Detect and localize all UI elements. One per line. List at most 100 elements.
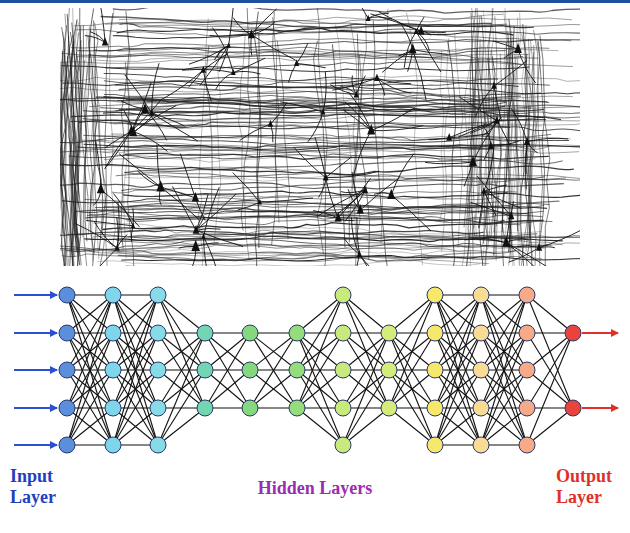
vertical-fibre	[493, 16, 498, 261]
dendrite	[413, 50, 426, 101]
output-arrow	[582, 332, 618, 334]
nerve-fibre	[88, 140, 519, 149]
dendrite	[459, 97, 497, 121]
weight-line	[205, 333, 250, 370]
weight-line	[250, 333, 297, 370]
dendrite	[494, 86, 501, 121]
neuron-circle	[59, 362, 75, 378]
nerve-fibre	[104, 73, 498, 80]
weight-line	[158, 408, 205, 445]
vertical-fibre	[272, 12, 279, 245]
neuron-circle	[519, 362, 535, 378]
dendrite	[203, 53, 228, 70]
dendrite	[343, 110, 371, 131]
dendrite	[352, 217, 360, 254]
weight-line	[527, 333, 573, 445]
weight-line	[158, 333, 205, 370]
neuron-circle	[197, 325, 213, 341]
weight-line	[67, 408, 113, 445]
neuron-circle	[519, 325, 535, 341]
vertical-fibre	[89, 54, 94, 253]
weight-line	[205, 370, 250, 408]
dendrite	[506, 201, 514, 243]
neuron-circle	[473, 362, 489, 378]
vertical-fibre	[335, 25, 352, 248]
dendrite	[152, 113, 198, 141]
vertical-fibre	[85, 35, 93, 261]
vertical-fibre	[473, 14, 479, 235]
neuron-circle	[197, 400, 213, 416]
vertical-fibre	[70, 23, 79, 267]
nerve-fibre	[113, 8, 580, 13]
dendrite	[408, 50, 413, 72]
neuron-circle	[105, 325, 121, 341]
dendrite	[105, 131, 131, 148]
weight-line	[158, 295, 205, 408]
vertical-fibre	[504, 47, 512, 257]
nerve-fibre	[126, 266, 580, 267]
vertical-fibre	[314, 41, 326, 266]
dendrite	[494, 61, 527, 87]
dendrite	[182, 69, 233, 72]
dendrite	[377, 78, 411, 84]
weight-line	[343, 408, 389, 445]
dendrite	[525, 142, 527, 190]
vertical-fibre	[89, 8, 103, 250]
weight-line	[67, 408, 113, 445]
dendrite	[251, 35, 295, 60]
dendrite	[189, 70, 204, 87]
dendrite	[345, 102, 371, 131]
dendrite	[391, 154, 414, 195]
vertical-fibre	[504, 33, 513, 266]
dendrite	[117, 202, 119, 248]
dendrite	[157, 144, 161, 187]
nerve-fibre	[71, 39, 533, 48]
dendrite	[251, 22, 274, 35]
weight-line	[435, 295, 481, 408]
dendrite	[352, 172, 360, 210]
dendrite	[479, 191, 484, 228]
neuron-circle	[197, 362, 213, 378]
weight-line	[158, 295, 205, 333]
dendrite	[160, 187, 196, 198]
dendrite	[173, 186, 197, 230]
dendrite	[251, 9, 276, 35]
dendrite	[338, 178, 371, 217]
weight-line	[481, 295, 527, 408]
weight-line	[113, 295, 158, 408]
vertical-fibre	[214, 50, 221, 246]
dendrite	[368, 13, 389, 18]
dendrite	[233, 173, 260, 203]
neuron-circle	[150, 325, 166, 341]
weight-line	[67, 295, 113, 408]
dendrite	[216, 73, 234, 90]
dendrite	[196, 243, 219, 247]
weight-line	[343, 295, 389, 333]
input-arrow	[14, 294, 57, 296]
dendrite	[401, 23, 413, 50]
nerve-fibre	[125, 160, 482, 173]
weight-line	[297, 370, 343, 408]
dendrite	[353, 131, 371, 177]
dendrite	[159, 187, 161, 205]
dendrite	[484, 191, 496, 216]
dendrite	[371, 14, 422, 31]
weight-line	[158, 333, 205, 445]
dendrite	[511, 108, 527, 141]
vertical-fibre	[448, 42, 456, 266]
weight-line	[113, 295, 158, 408]
dendrite	[484, 185, 507, 191]
weight-line	[250, 333, 297, 370]
dendrite	[313, 211, 338, 218]
dendrite	[195, 198, 205, 220]
weight-line	[343, 333, 389, 370]
dendrite	[493, 41, 518, 49]
network-connections	[67, 295, 573, 445]
dendrite	[94, 222, 117, 249]
weight-line	[297, 333, 343, 445]
dendrite	[497, 121, 510, 146]
dendrite	[391, 195, 431, 231]
weight-line	[67, 295, 113, 333]
dendrite	[238, 202, 260, 210]
